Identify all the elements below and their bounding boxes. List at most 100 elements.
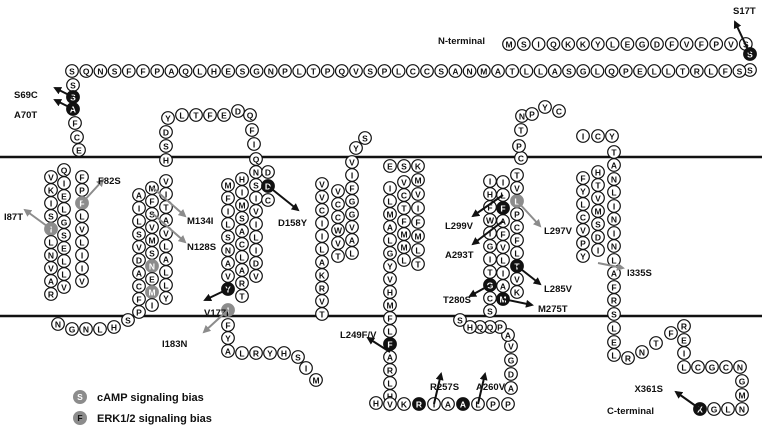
residue-letter: T: [487, 268, 493, 278]
residue-letter: I: [417, 204, 419, 214]
residue-letter: L: [239, 253, 244, 263]
residue-letter: I: [389, 184, 391, 194]
legend-erk-label: ERK1/2 signaling bias: [97, 413, 212, 425]
residue-circle: [309, 373, 323, 387]
residue-icl3: K: [397, 397, 411, 411]
residue-circle: [412, 397, 426, 411]
residue-letter: A: [445, 400, 451, 410]
residue-circle: [306, 64, 321, 78]
residue-icl2: Y: [263, 346, 277, 360]
residue-n-term-descender: S: [743, 63, 757, 77]
residue-circle: [607, 321, 621, 335]
residue-ecl1: S: [159, 139, 173, 153]
residue-circle: [334, 64, 349, 78]
residue-letter: Q: [550, 40, 557, 50]
residue-tm5-col-a: M: [411, 229, 425, 243]
residue-n-terminal-long-row: L: [590, 64, 605, 78]
residue-tm2-col-a: D: [132, 253, 146, 267]
residue-letter: Y: [609, 132, 615, 142]
residue-circle: [349, 64, 363, 78]
residue-circle: [552, 104, 566, 118]
residue-letter: E: [681, 336, 687, 346]
residue-letter: L: [595, 67, 600, 77]
residue-tm5-col-c: I: [383, 181, 397, 195]
residue-letter: S: [239, 214, 245, 224]
residue-letter: R: [625, 354, 631, 364]
residue-tm4-col-a: V: [315, 190, 329, 204]
residue-tm3-col-c: N: [221, 243, 235, 257]
residue-letter: P: [325, 67, 331, 77]
residue-circle: [516, 37, 531, 51]
mutation-arrow: [477, 372, 488, 405]
residue-ecl1: F: [203, 108, 217, 122]
residue-letter: V: [401, 178, 407, 188]
residue-letter: M: [148, 184, 155, 194]
residue-c-tail: G: [707, 402, 721, 416]
residue-letter: F: [225, 194, 230, 204]
residue-circle: [496, 175, 510, 189]
residue-icl3: Q: [483, 320, 497, 334]
residue-tm6-col-b: F: [496, 227, 510, 241]
residue-c-tail: C: [691, 360, 705, 374]
residue-letter: A: [225, 347, 231, 357]
residue-letter: P: [529, 110, 535, 120]
residue-tm2-col-b: V: [145, 220, 159, 234]
residue-letter: V: [335, 239, 341, 249]
residue-circle: [397, 159, 411, 173]
residue-icl2: R: [249, 346, 263, 360]
residue-n-terminal-long-row: F: [136, 64, 150, 78]
residue-letter: F: [349, 184, 354, 194]
residue-letter: L: [79, 212, 84, 222]
residue-tm1-col-a: I: [75, 248, 89, 262]
residue-tm5-col-b: V: [397, 175, 411, 189]
residue-tm6-col-a: W: [483, 213, 497, 227]
residue-letter: T: [319, 310, 325, 320]
residue-letter: I: [351, 171, 353, 181]
residue-letter: V: [48, 264, 54, 274]
residue-tm4-col-c: F: [345, 181, 359, 195]
residue-n-term-left-descender: E: [72, 143, 86, 157]
residue-letter: L: [514, 249, 519, 259]
residue-tm3-col-b: S: [235, 211, 249, 225]
residue-tm5-col-a: T: [411, 257, 425, 271]
residue-letter: A: [552, 67, 558, 77]
residue-tm6-col-b: F: [496, 201, 510, 215]
residue-tm6-col-a: I: [483, 252, 497, 266]
residue-ecl1: Y: [161, 111, 175, 125]
residue-circle: [647, 64, 662, 78]
residue-letter: F: [207, 111, 212, 121]
residue-circle: [709, 37, 724, 51]
residue-circle: [605, 129, 619, 143]
residue-letter: C: [335, 213, 341, 223]
residue-tm7-col-a: Y: [576, 184, 590, 198]
residue-letter: L: [396, 67, 401, 77]
residue-letter: R: [319, 284, 325, 294]
residue-letter: V: [163, 177, 169, 187]
residue-letter: R: [239, 279, 245, 289]
residue-tm2-col-a: F: [132, 292, 146, 306]
residue-n-terminal-long-row: L: [533, 64, 548, 78]
residue-circle: [217, 108, 231, 122]
residue-letter: E: [76, 146, 82, 156]
residue-letter: T: [653, 339, 659, 349]
residue-letter: N: [611, 215, 617, 225]
residue-letter: L: [349, 249, 354, 259]
residue-ecl1: E: [217, 108, 231, 122]
residue-icl3: Q: [473, 320, 487, 334]
residue-n-terminal-row: F: [694, 37, 709, 51]
residue-tm2-col-b: M: [145, 233, 159, 247]
residue-tm2-col-c: Y: [159, 291, 173, 305]
residue-letter: K: [415, 162, 422, 172]
residue-tm6-col-b: I: [496, 266, 510, 280]
residue-letter: T: [335, 252, 341, 262]
residue-letter: M: [594, 207, 601, 217]
residue-circle: [249, 346, 263, 360]
residue-letter: M: [505, 40, 512, 50]
residue-ecl1: H: [159, 153, 173, 167]
residue-n-terminal-long-row: P: [377, 64, 392, 78]
residue-letter: G: [711, 405, 718, 415]
residue-circle: [456, 397, 470, 411]
residue-circle: [735, 402, 749, 416]
residue-tm6-col-b: A: [496, 279, 510, 293]
residue-letter: E: [61, 192, 67, 202]
